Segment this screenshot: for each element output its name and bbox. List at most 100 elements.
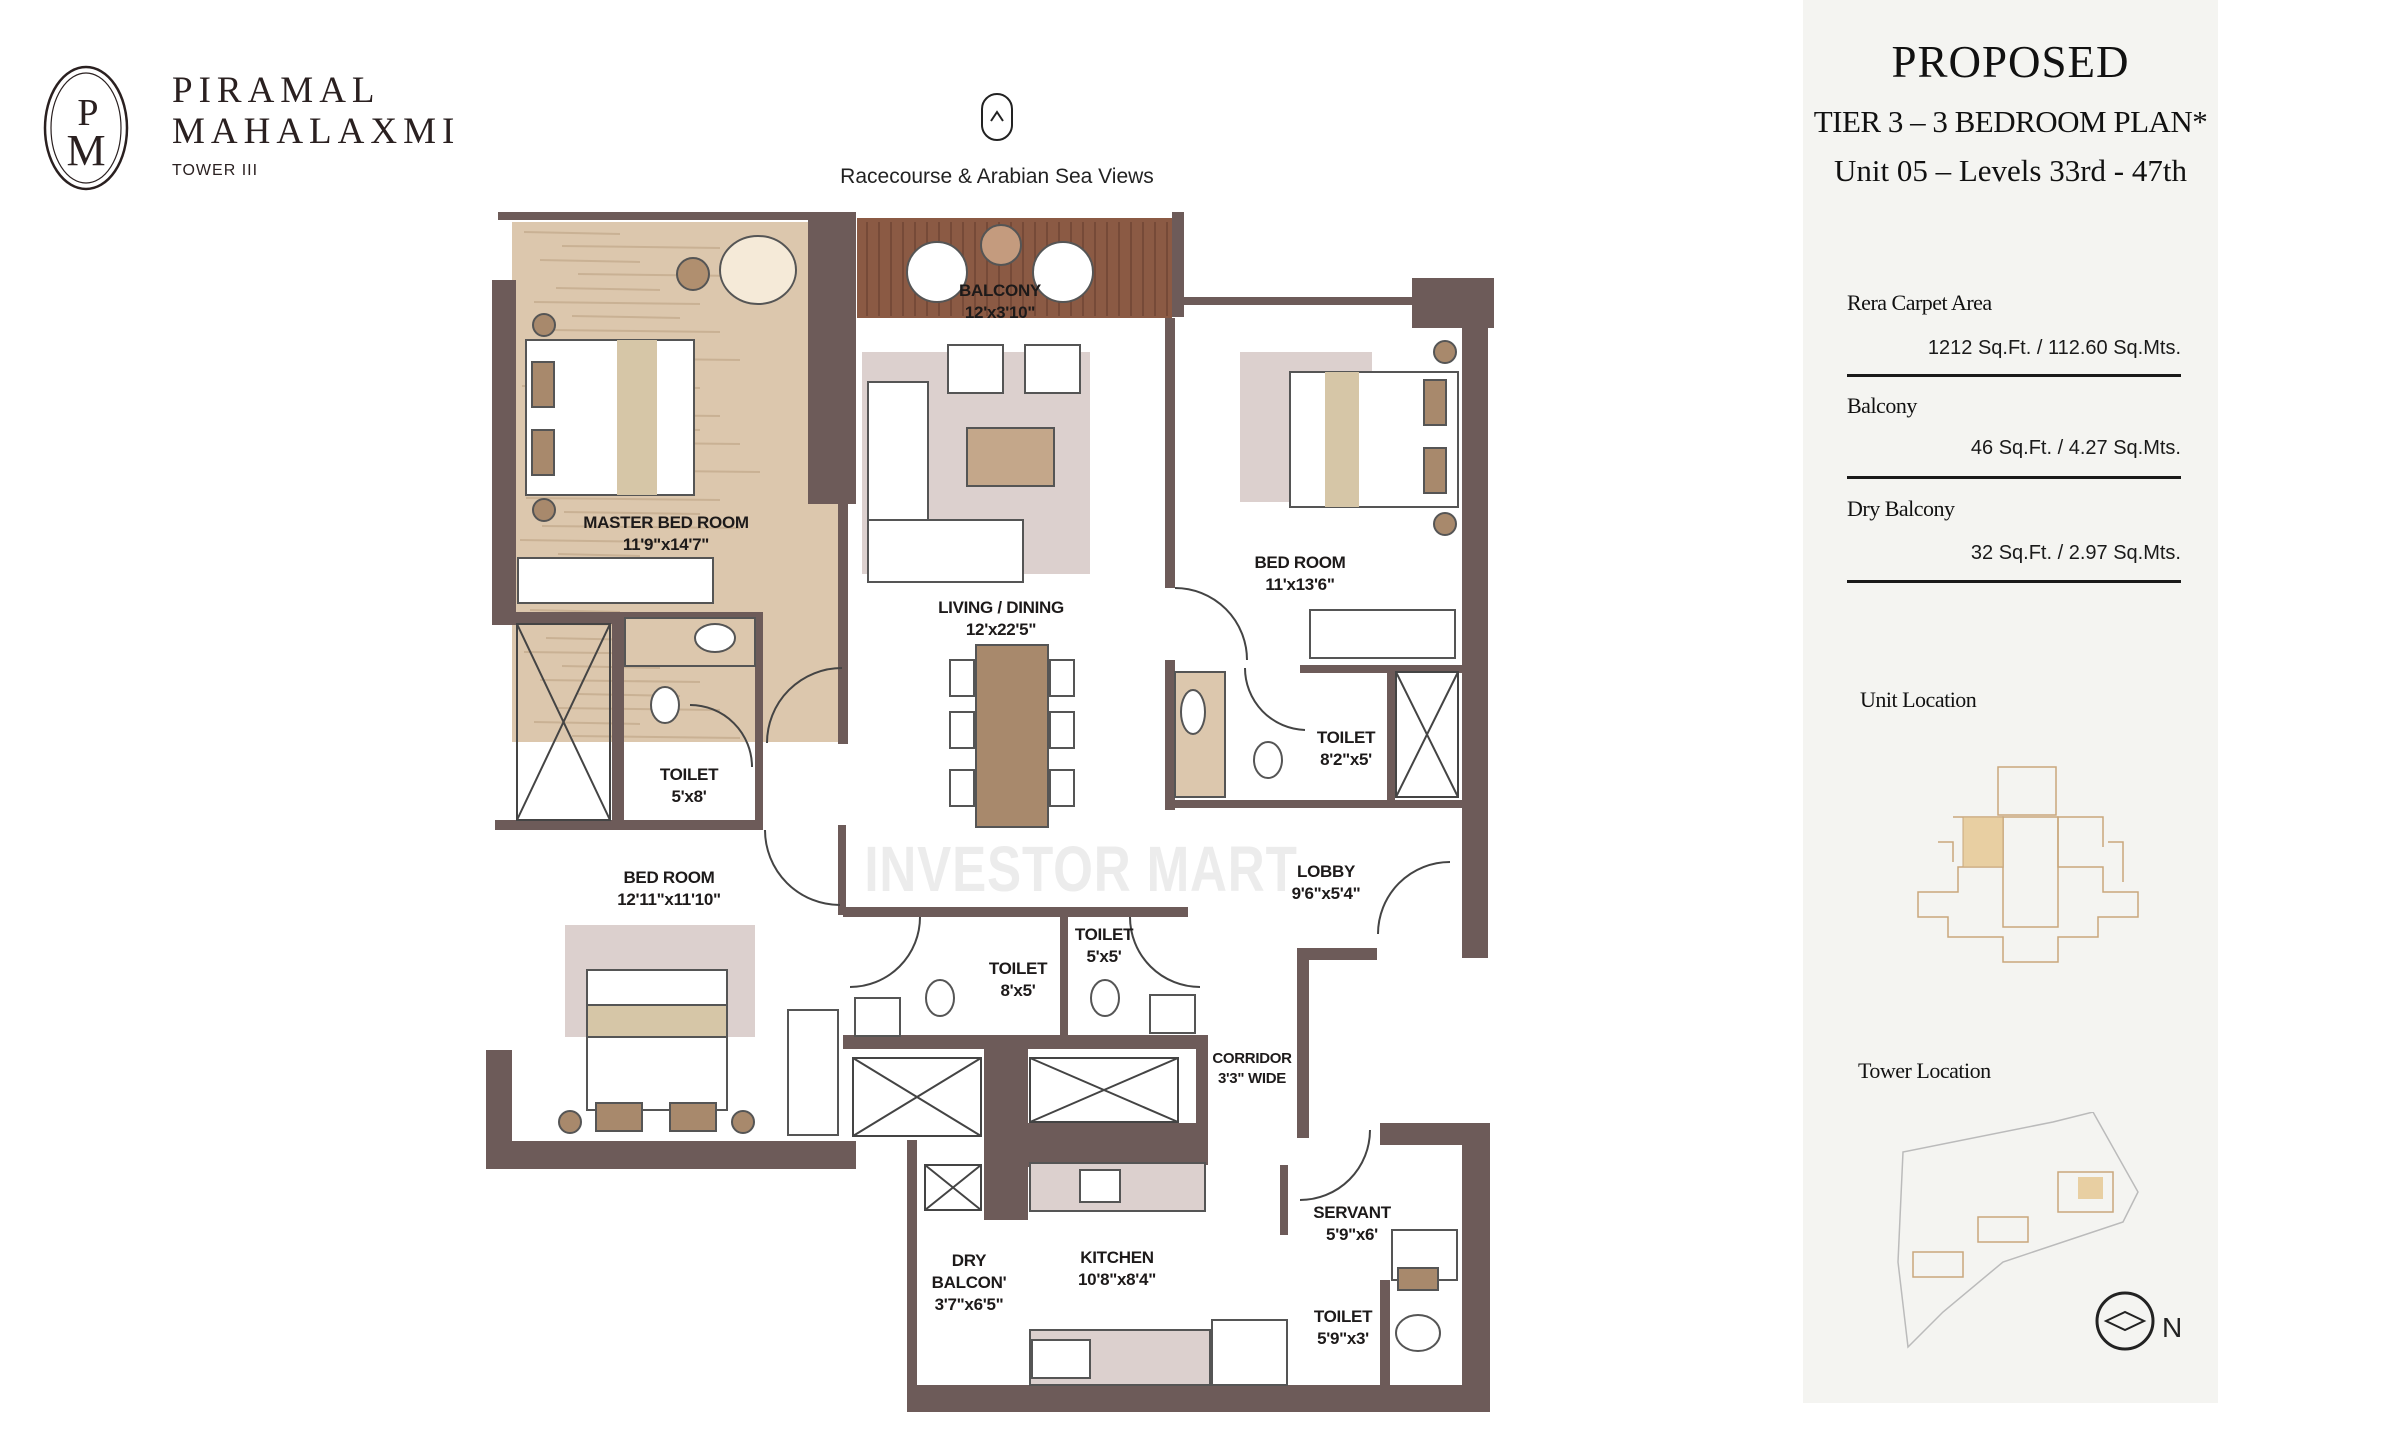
wall (498, 212, 810, 220)
area-value-dry-balcony: 32 Sq.Ft. / 2.97 Sq.Mts. (1970, 542, 2181, 564)
hob-icon (1031, 1339, 1091, 1379)
lamp-icon (532, 313, 556, 337)
pillow (1423, 447, 1447, 494)
door-swing (1377, 861, 1451, 935)
area-label-dry-balcony: Dry Balcony (1847, 496, 1955, 521)
wc-icon (1395, 1314, 1441, 1352)
unit-location-label: Unit Location (1860, 687, 1977, 712)
armchair (1024, 344, 1081, 394)
wall (492, 280, 516, 625)
wall (486, 1050, 512, 1169)
lamp-icon (1433, 340, 1457, 364)
wall (984, 1123, 1206, 1167)
balcony-chair (906, 241, 968, 303)
wall (1462, 328, 1488, 958)
wardrobe-right (1395, 671, 1459, 798)
armchair (947, 344, 1004, 394)
wall (1196, 1035, 1208, 1165)
wood-grain-line (529, 609, 621, 613)
plan-name: TIER 3 – 3 BEDROOM PLAN* (1813, 104, 2208, 139)
door-swing (1174, 587, 1248, 661)
pillow (595, 1102, 643, 1132)
wall (1387, 665, 1395, 805)
area-value-carpet: 1212 Sq.Ft. / 112.60 Sq.Mts. (1927, 337, 2181, 359)
balcony-table (980, 224, 1022, 266)
door-swing (764, 829, 841, 906)
wc-icon (1090, 979, 1120, 1017)
wood-grain-line (571, 315, 681, 319)
dining-table (975, 644, 1049, 828)
wall (612, 612, 624, 822)
tower-highlight (2078, 1177, 2103, 1199)
wardrobe-master (516, 623, 611, 821)
wood-grain-line (519, 539, 661, 543)
shaft-kitchen (924, 1164, 982, 1211)
lamp-icon (1433, 512, 1457, 536)
tower-location-label: Tower Location (1858, 1058, 1991, 1083)
area-value-balcony: 46 Sq.Ft. / 4.27 Sq.Mts. (1970, 437, 2181, 459)
wood-grain-line (541, 525, 741, 529)
brand-name-line1: PIRAMAL (172, 70, 381, 111)
wood-grain-line (525, 497, 721, 501)
pillow (531, 361, 555, 408)
coffee-table (966, 427, 1055, 487)
lamp-icon (731, 1110, 755, 1134)
wall (1165, 800, 1465, 808)
wall (1297, 948, 1309, 1138)
door-swing (1244, 667, 1306, 731)
wall (1462, 1123, 1490, 1410)
divider (1847, 476, 2181, 479)
shaft-right (1029, 1057, 1179, 1123)
wood-grain-line (571, 735, 741, 739)
wall (907, 1140, 917, 1412)
wall (907, 1385, 1490, 1412)
view-direction-arrow-icon (981, 93, 1013, 141)
wc-icon (925, 979, 955, 1017)
shaft-left (852, 1057, 982, 1137)
wall (1165, 318, 1175, 588)
balcony-chair (1032, 241, 1094, 303)
wall (1280, 1165, 1288, 1235)
bedroom-left-bed (586, 969, 728, 1111)
wall (843, 907, 1188, 917)
wood-grain-line (561, 245, 721, 249)
wall (1412, 278, 1494, 328)
fixtures (516, 587, 1459, 1211)
door-swing (849, 916, 921, 988)
unit-levels: Unit 05 – Levels 33rd - 47th (1833, 153, 2187, 188)
wall (1380, 1280, 1390, 1390)
wc-icon (1253, 741, 1283, 779)
basin-icon (1149, 994, 1196, 1034)
fridge (1211, 1319, 1288, 1386)
wall (1184, 297, 1414, 305)
wood-grain-line (533, 301, 701, 305)
north-compass-icon (2095, 1291, 2155, 1351)
wall (495, 820, 763, 830)
wood-grain-line (577, 273, 741, 277)
wood-grain-line (557, 553, 641, 557)
info-panel: PROPOSED TIER 3 – 3 BEDROOM PLAN* Unit 0… (1803, 0, 2218, 1403)
area-label-balcony: Balcony (1847, 393, 1917, 418)
wood-grain-line (523, 231, 621, 235)
wood-grain-line (539, 259, 641, 263)
wall (1060, 907, 1068, 1037)
unit-highlight (1962, 816, 2004, 868)
svg-text:P: P (77, 92, 98, 134)
door-swing (766, 667, 843, 744)
door-swing (1129, 916, 1201, 988)
wall (838, 504, 848, 744)
north-label: N (2162, 1312, 2183, 1343)
watermark: INVESTOR MART (864, 833, 1298, 905)
